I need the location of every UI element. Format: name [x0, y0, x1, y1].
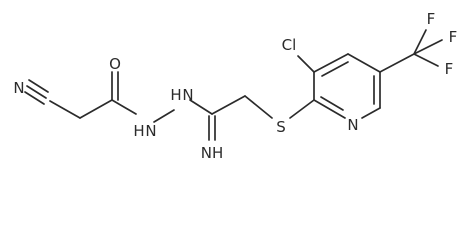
chloro-cl-label: Cl: [282, 36, 297, 54]
molecule-structure: N O H N H N NH S N Cl F F F: [13, 10, 458, 162]
imine-nh-label: NH: [201, 144, 224, 162]
fluoro-right-label: F: [449, 28, 458, 46]
carbonyl-o-label: O: [109, 55, 121, 73]
bond-lines: [24, 29, 443, 141]
hydrazide-nh-a-n-label: N: [145, 122, 156, 140]
thioether-s-label: S: [276, 118, 286, 136]
hydrazide-nh-b-h-label: H: [170, 86, 181, 104]
fluoro-bottom-label: F: [445, 60, 454, 78]
nitrile-n-label: N: [13, 79, 24, 97]
fluoro-top-label: F: [427, 10, 436, 28]
hydrazide-nh-b-n-label: N: [182, 86, 193, 104]
hydrazide-nh-a-h-label: H: [133, 122, 144, 140]
pyridine-n-label: N: [347, 116, 358, 134]
